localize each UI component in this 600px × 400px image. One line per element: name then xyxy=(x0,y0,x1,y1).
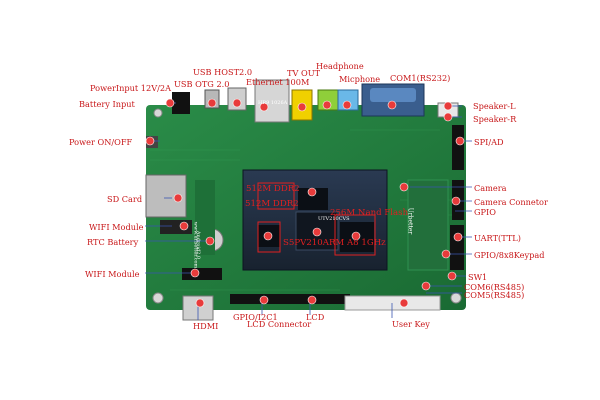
sw1-label: SW1 xyxy=(468,272,488,282)
com6-label: COM6(RS485) xyxy=(464,282,525,292)
tv-out-label: TV OUT xyxy=(287,68,321,78)
ddr2-box-a xyxy=(257,182,295,210)
lcd-connector-label: LCD Connector xyxy=(247,319,312,329)
callout-markers xyxy=(145,98,465,308)
ddr2-label-b: 512M DDR2 xyxy=(245,199,299,209)
mount-hole xyxy=(153,108,163,118)
spi-header xyxy=(452,125,464,170)
gpio-i2c1-label: GPIO/I2C1 xyxy=(233,312,278,322)
lcd-label: LCD xyxy=(306,312,325,322)
nand-flash-label: 256M Nand Flash xyxy=(330,208,409,218)
power-input-label: PowerInput 12V/2A xyxy=(90,83,171,93)
brand-vertical: Urbetter xyxy=(406,207,414,235)
camera-connector-label: Camera Connetor xyxy=(474,197,548,207)
dc-jack xyxy=(172,92,190,114)
core-chip-mark: UTV210CVS xyxy=(318,216,350,222)
speaker-l-label: Speaker-L xyxy=(473,101,516,111)
lcd-connector xyxy=(230,294,350,304)
ethernet-chip-mark: HR9 1026A xyxy=(258,100,288,106)
gpio-label: GPIO xyxy=(474,207,496,217)
ddr2-label-a: 512M DDR2 xyxy=(246,184,300,194)
wifi-module-b xyxy=(182,268,222,280)
microphone-label: Micphone xyxy=(339,74,381,84)
headphone-label: Headphone xyxy=(316,61,364,71)
usb-host-label: USB HOST2.0 xyxy=(193,67,253,77)
spi-ad-label: SPI/AD xyxy=(474,137,504,147)
battery-input-label: Battery Input xyxy=(79,99,135,109)
ddr2-box-b xyxy=(257,221,281,253)
rtc-battery-label: RTC Battery xyxy=(87,237,139,247)
ethernet-label: Ethernet 100M xyxy=(246,77,310,87)
mount-hole xyxy=(152,292,164,304)
leader-lines xyxy=(145,102,472,320)
brand-rotated: Android2.0 xyxy=(195,230,202,260)
uart-label: UART(TTL) xyxy=(474,233,521,243)
sd-card-label: SD Card xyxy=(107,194,143,204)
user-keys xyxy=(344,295,441,311)
cpu-label: S5PV210ARM A8 1GHz xyxy=(283,238,386,248)
power-onoff-label: Power ON/OFF xyxy=(69,137,133,147)
wifi-module-label-1: WIFI Module xyxy=(89,222,144,232)
camera-module-area xyxy=(407,179,449,271)
com5-label: COM5(RS485) xyxy=(464,290,525,300)
usb-otg-label: USB OTG 2.0 xyxy=(174,79,230,89)
uart-header xyxy=(450,225,464,270)
nand-box xyxy=(334,214,376,256)
db9-shell xyxy=(370,88,416,102)
wifi-module-label-2: WIFI Module xyxy=(85,269,140,279)
hdmi-label: HDMI xyxy=(193,321,219,331)
camera-label: Camera xyxy=(474,183,507,193)
user-key-label: User Key xyxy=(392,319,430,329)
mount-hole xyxy=(450,292,462,304)
ethernet-jack xyxy=(254,79,290,123)
com1-label: COM1(RS232) xyxy=(390,73,451,83)
gpio-keypad-label: GPIO/8x8Keypad xyxy=(474,250,545,260)
left-brand-strip xyxy=(195,180,215,255)
speaker-r-label: Speaker-R xyxy=(473,114,517,124)
